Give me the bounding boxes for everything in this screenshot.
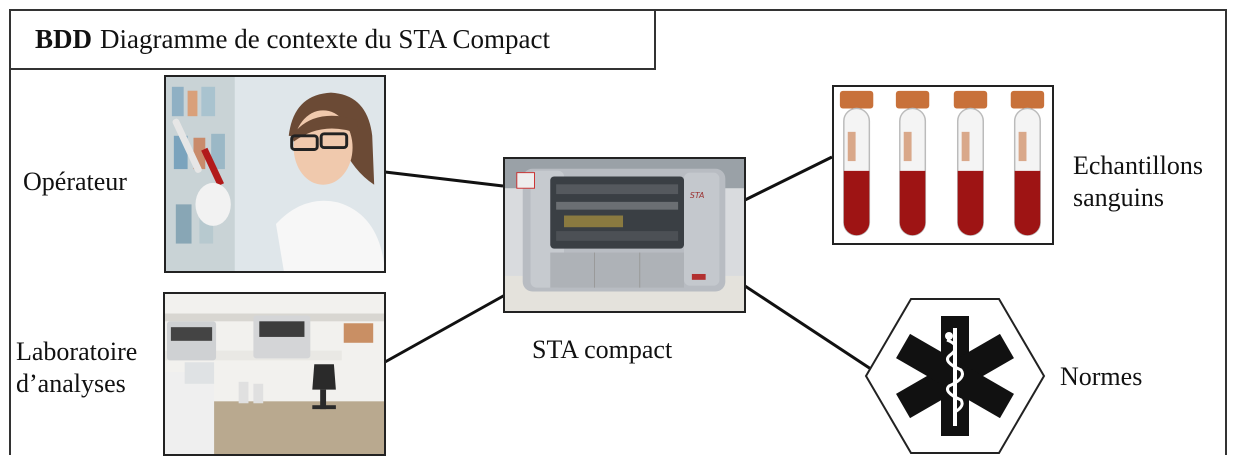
connector-samples bbox=[744, 155, 833, 202]
laboratory-photo bbox=[163, 292, 386, 456]
diagram-title: BDD Diagramme de contexte du STA Compact bbox=[9, 9, 656, 70]
diagram-title-text: Diagramme de contexte du STA Compact bbox=[100, 24, 550, 54]
laboratory-label: Laboratoire d’analyses bbox=[16, 336, 137, 400]
blood-samples-label-line2: sanguins bbox=[1073, 183, 1164, 212]
blood-samples-image bbox=[832, 85, 1054, 245]
connector-norms bbox=[744, 284, 881, 377]
norms-label: Normes bbox=[1060, 362, 1143, 391]
star-of-life-icon bbox=[864, 298, 1046, 454]
connector-laboratory bbox=[384, 293, 506, 364]
laboratory-label-line1: Laboratoire bbox=[16, 337, 138, 366]
sta-compact-label: STA compact bbox=[532, 335, 673, 364]
blood-samples-label: Echantillons sanguins bbox=[1073, 150, 1203, 214]
sta-compact-photo: STA bbox=[503, 157, 746, 313]
tube-3 bbox=[953, 90, 988, 236]
connector-operator bbox=[384, 170, 504, 188]
svg-text:STA: STA bbox=[690, 191, 704, 200]
diagram-type-label: BDD bbox=[35, 24, 93, 54]
operator-label: Opérateur bbox=[23, 167, 127, 196]
operator-photo bbox=[164, 75, 386, 273]
laboratory-label-line2: d’analyses bbox=[16, 369, 126, 398]
tube-4 bbox=[1010, 90, 1045, 236]
tube-2 bbox=[895, 90, 930, 236]
blood-samples-label-line1: Echantillons bbox=[1073, 151, 1203, 180]
tube-1 bbox=[839, 90, 874, 236]
